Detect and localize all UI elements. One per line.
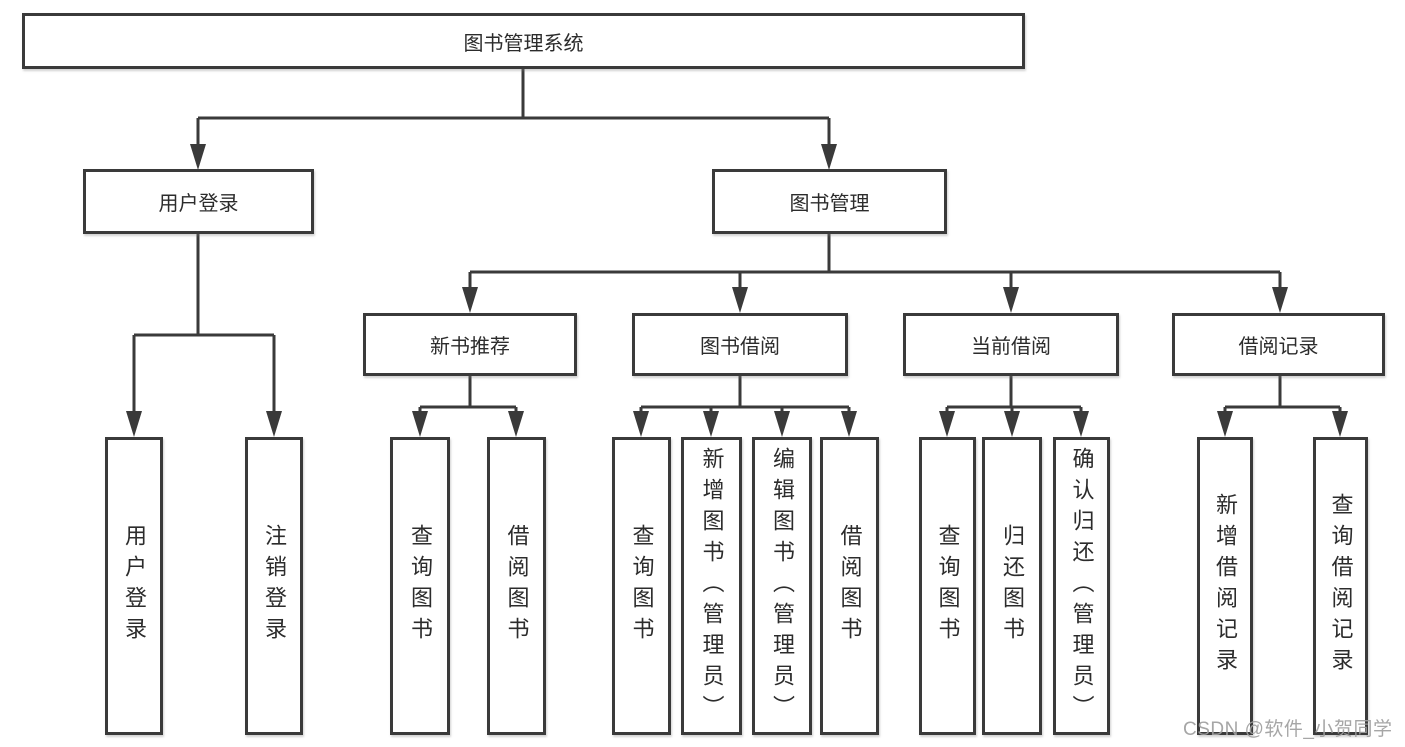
leaf-add-borrow-record: 新增借阅记录: [1197, 437, 1253, 735]
node-library-management-system: 图书管理系统: [22, 13, 1025, 69]
leaf-confirm-return-admin: 确认归还（管理员）: [1053, 437, 1110, 735]
node-borrowing-records: 借阅记录: [1172, 313, 1385, 376]
leaf-borrow-books-recommend: 借阅图书: [487, 437, 546, 735]
leaf-add-books-admin: 新增图书（管理员）: [681, 437, 742, 735]
node-book-management: 图书管理: [712, 169, 947, 234]
leaf-query-books-recommend: 查询图书: [390, 437, 450, 735]
node-user-login: 用户登录: [83, 169, 314, 234]
leaf-query-borrow-record: 查询借阅记录: [1313, 437, 1368, 735]
leaf-edit-books-admin: 编辑图书（管理员）: [752, 437, 812, 735]
leaf-user-login: 用户登录: [105, 437, 163, 735]
leaf-return-books: 归还图书: [982, 437, 1042, 735]
connector-segments: [132, 68, 1342, 413]
arrowheads: [126, 144, 1348, 437]
leaf-borrow-books-borrowing: 借阅图书: [820, 437, 879, 735]
node-current-borrowing: 当前借阅: [903, 313, 1119, 376]
leaf-query-books-current: 查询图书: [919, 437, 976, 735]
leaf-query-books-borrowing: 查询图书: [612, 437, 671, 735]
node-book-borrowing: 图书借阅: [632, 313, 848, 376]
csdn-watermark: CSDN @软件_小贺同学: [1183, 719, 1393, 740]
node-new-book-recommendation: 新书推荐: [363, 313, 577, 376]
leaf-logout: 注销登录: [245, 437, 303, 735]
